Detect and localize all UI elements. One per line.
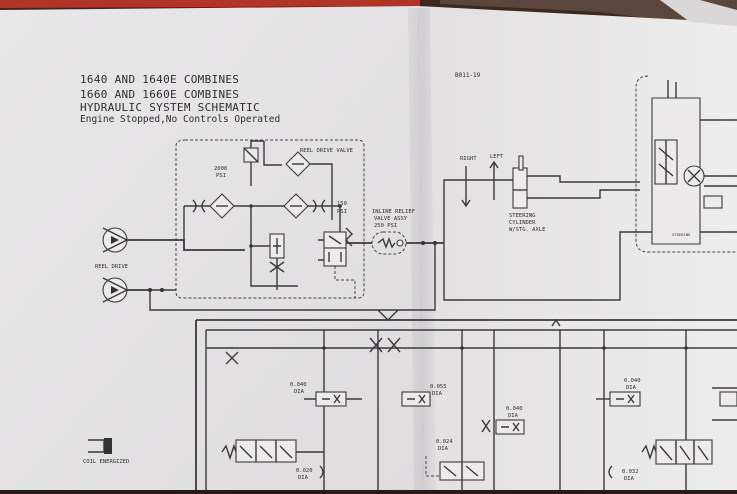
title-line-1: 1640 AND 1640E COMBINES [80,73,239,86]
psi-150-unit: PSI [337,209,347,215]
check-valve-1 [315,391,347,407]
steering-label-1: STEERING [509,213,536,219]
steering-label-3: W/STG. AXLE [509,227,545,233]
book-shadow [440,0,737,24]
check-valve-4 [609,391,641,407]
book-cover-edge [0,0,420,8]
directional-valve-lower [323,247,347,267]
orifice-3-size: 0.040 [506,406,523,412]
manifold-x-left [225,351,239,365]
relief-label-2: VALVE ASSY [374,216,408,222]
manifold-x-center [369,337,401,353]
psi-2000-unit: PSI [216,173,226,179]
orifice-5-unit: DIA [438,446,449,452]
right-arrow [461,166,471,208]
orifice-left [192,199,206,213]
page-curl [660,0,737,26]
left-label: LEFT [490,154,504,160]
page-gutter [408,8,436,490]
orifice-4-size: 0.040 [624,378,641,384]
right-label: RIGHT [460,156,477,162]
drawing-number: B011-19 [455,72,481,79]
solenoid-valve-3 [641,439,713,465]
relief-label-1: INLINE RELIEF [372,209,415,215]
left-page [0,6,424,490]
orifice-2-size: 0.055 [430,384,447,390]
check-valve-3 [495,419,525,435]
check-valve-2 [401,391,431,407]
reel-drive-motor-bottom [102,277,129,303]
orifice-4-unit: DIA [626,385,637,391]
orifice-1-unit: DIA [294,389,305,395]
orifice-7-unit: DIA [624,476,635,482]
coil-energized-symbol [88,438,112,454]
reel-drive-label: REEL DRIVE [95,264,128,270]
orifice-1-size: 0.040 [290,382,307,388]
reel-drive-motor-top [102,227,129,253]
orifice-3-unit: DIA [508,413,519,419]
coil-energized-label: COIL ENERGIZED [83,459,129,465]
steering-unit-label: STEERING [672,232,691,237]
steering-unit-enclosure [635,75,737,253]
relief-label-3: 250 PSI [374,223,397,229]
steering-cylinder [512,155,528,209]
reel-drive-valve-enclosure [175,139,365,299]
left-arrow [489,160,499,200]
solenoid-valve-1 [221,439,297,463]
solenoid-valve-2 [439,461,485,481]
psi-150-value: 150 [337,201,347,207]
orifice-6-size: 0.020 [296,468,313,474]
orifice-6-unit: DIA [298,475,309,481]
orifice-2-unit: DIA [432,391,443,397]
title-line-3: HYDRAULIC SYSTEM SCHEMATIC [80,101,260,114]
steering-label-2: CYLINDER [509,220,536,226]
orifice-7-size: 0.032 [622,469,639,475]
reel-drive-valve-label: REEL DRIVE VALVE [300,148,353,154]
title-line-4: Engine Stopped,No Controls Operated [80,114,280,125]
orifice-right [312,199,326,213]
title-line-2: 1660 AND 1660E COMBINES [80,88,239,101]
psi-2000-value: 2000 [214,166,227,172]
orifice-5-size: 0.024 [436,439,453,445]
